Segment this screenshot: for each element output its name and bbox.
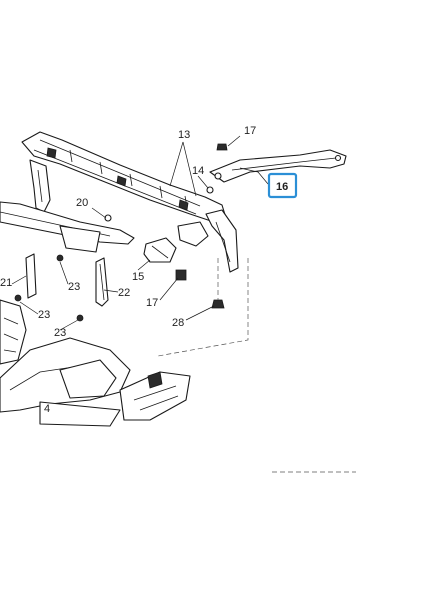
leader-lines xyxy=(11,135,269,331)
callout-4: 4 xyxy=(44,403,50,415)
bolt-17a-icon xyxy=(216,143,228,151)
bolt-23b-icon xyxy=(14,294,22,302)
callout-23-a: 23 xyxy=(68,281,80,293)
callout-22: 22 xyxy=(118,287,130,299)
clip-28-icon xyxy=(211,299,225,309)
callout-17-top: 17 xyxy=(244,125,256,137)
tie-bar-brace xyxy=(209,149,347,183)
callout-23-b: 23 xyxy=(38,309,50,321)
bracket-15 xyxy=(143,237,177,263)
callout-13: 13 xyxy=(178,129,190,141)
callout-16: 16 xyxy=(276,181,288,193)
bolt-20-icon xyxy=(104,214,112,222)
clip-17b-icon xyxy=(175,269,187,281)
callout-15: 15 xyxy=(132,271,144,283)
bolt-23a-icon xyxy=(56,254,64,262)
fasteners xyxy=(14,143,228,322)
upper-tie-bar xyxy=(21,131,227,223)
callout-14: 14 xyxy=(192,165,204,177)
bracket-21 xyxy=(25,253,37,299)
reference-lines xyxy=(157,258,356,473)
nut-14-icon xyxy=(206,186,214,194)
callout-16-highlight xyxy=(267,172,298,199)
callout-23-c: 23 xyxy=(54,327,66,339)
center-support xyxy=(177,209,239,273)
bolt-23c-icon xyxy=(76,314,84,322)
callout-17-lower: 17 xyxy=(146,297,158,309)
lower-tie-bar xyxy=(0,201,135,253)
callout-21: 21 xyxy=(0,277,12,289)
callout-20: 20 xyxy=(76,197,88,209)
lower-body-structure xyxy=(0,299,191,427)
bracket-22 xyxy=(95,257,109,307)
callout-28: 28 xyxy=(172,317,184,329)
